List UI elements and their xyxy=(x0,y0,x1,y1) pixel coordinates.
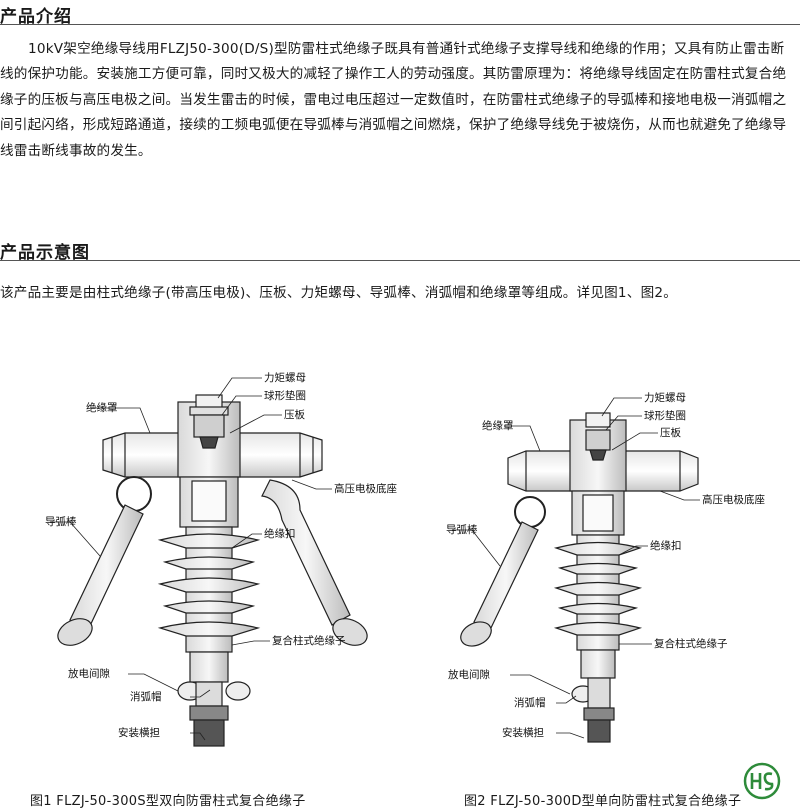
section-title-diagram: 产品示意图 xyxy=(0,243,90,263)
fig2-label-composite-insulator: 复合柱式绝缘子 xyxy=(654,637,728,650)
arc-rod-left xyxy=(57,476,152,646)
fig2-label-discharge-gap: 放电间隙 xyxy=(448,668,490,681)
bolt xyxy=(587,719,611,743)
figure1-drawing xyxy=(50,377,368,747)
section-title-intro: 产品介绍 xyxy=(0,7,72,27)
arc-cap-right xyxy=(225,681,251,701)
arc-rod-right xyxy=(261,479,368,646)
insulator-sheds xyxy=(553,541,643,636)
fig1-label-arc-cap: 消弧帽 xyxy=(130,690,162,703)
fig1-label-ball-washer: 球形垫圈 xyxy=(264,389,306,402)
company-logo xyxy=(743,762,781,800)
figure2-caption: 图2 FLZJ-50-300D型单向防雷柱式复合绝缘子 xyxy=(464,794,742,809)
fig1-label-torque-nut: 力矩螺母 xyxy=(264,371,306,384)
intro-text: 10kV架空绝缘导线用FLZJ50-300(D/S)型防雷柱式绝缘子既具有普通针… xyxy=(0,41,787,159)
insulator-sheds xyxy=(157,533,261,637)
fig2-label-arc-rod: 导弧棒 xyxy=(446,523,478,536)
fig1-label-clamp-plate: 压板 xyxy=(284,408,305,421)
figure1-caption: 图1 FLZJ-50-300S型双向防雷柱式复合绝缘子 xyxy=(30,794,306,809)
fig2-label-hv-electrode-base: 高压电极底座 xyxy=(702,493,765,506)
fig2-label-insulating-buckle: 绝缘扣 xyxy=(650,539,682,552)
fig2-label-ball-washer: 球形垫圈 xyxy=(644,409,686,422)
figure2-labels: 力矩螺母 球形垫圈 压板 绝缘罩 高压电极底座 导弧棒 绝缘扣 复合柱式绝缘子 … xyxy=(446,391,765,739)
section-divider xyxy=(0,24,800,25)
fig1-label-insulating-cover: 绝缘罩 xyxy=(86,401,118,414)
fig2-label-torque-nut: 力矩螺母 xyxy=(644,391,686,404)
fig1-label-discharge-gap: 放电间隙 xyxy=(68,667,110,680)
fig2-label-clamp-plate: 压板 xyxy=(660,426,681,439)
fig1-label-cross-arm: 安装横担 xyxy=(118,726,160,739)
intro-paragraph: 10kV架空绝缘导线用FLZJ50-300(D/S)型防雷柱式绝缘子既具有普通针… xyxy=(0,37,796,164)
figure1-labels: 力矩螺母 球形垫圈 压板 绝缘罩 高压电极底座 导弧棒 绝缘扣 复合柱式绝缘子 … xyxy=(45,371,397,739)
fig1-label-composite-insulator: 复合柱式绝缘子 xyxy=(272,634,346,647)
fig2-label-cross-arm: 安装横担 xyxy=(502,726,544,739)
fig1-label-insulating-buckle: 绝缘扣 xyxy=(264,527,296,540)
arc-rod xyxy=(460,496,546,647)
fig1-label-arc-rod: 导弧棒 xyxy=(45,515,77,528)
section-divider xyxy=(0,260,800,261)
fig2-label-insulating-cover: 绝缘罩 xyxy=(482,419,514,432)
figure2-drawing xyxy=(452,397,700,743)
diagram-intro-text: 该产品主要是由柱式绝缘子(带高压电极)、压板、力矩螺母、导弧棒、消弧帽和绝缘罩等… xyxy=(0,285,678,301)
fig2-label-arc-cap: 消弧帽 xyxy=(514,696,546,709)
fig1-label-hv-electrode-base: 高压电极底座 xyxy=(334,482,397,495)
